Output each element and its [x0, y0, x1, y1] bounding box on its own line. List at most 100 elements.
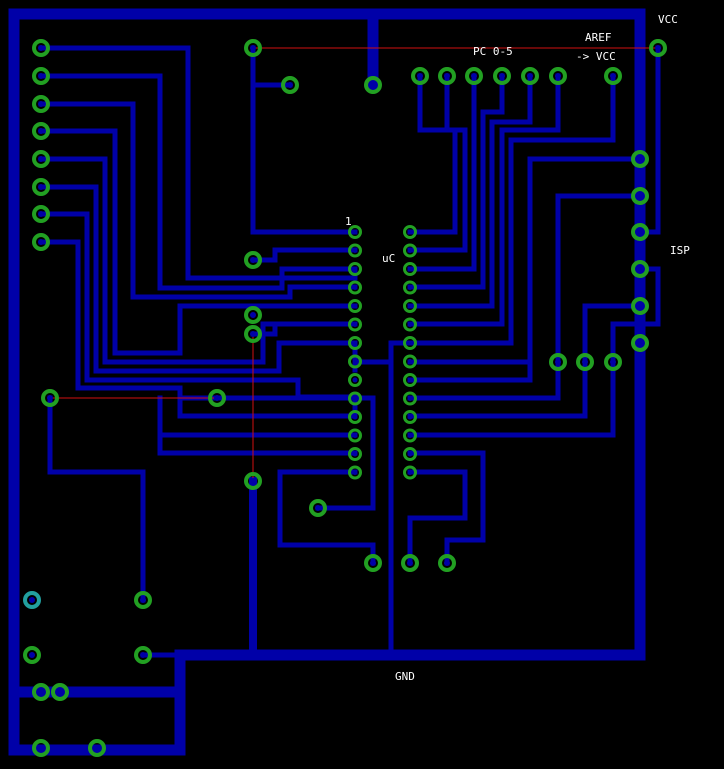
through-hole-pad — [41, 389, 59, 407]
ic-pin-pad — [348, 354, 362, 369]
copper-trace — [407, 73, 561, 327]
pc-port-label: PC 0-5 — [473, 45, 513, 58]
copper-trace — [407, 73, 533, 309]
through-hole-pad — [32, 205, 50, 223]
copper-trace — [407, 156, 533, 383]
through-hole-pad — [631, 187, 649, 205]
through-hole-pad — [32, 739, 50, 757]
through-hole-pad — [281, 76, 299, 94]
through-hole-pad — [244, 325, 262, 343]
ic-pin-pad — [403, 225, 417, 239]
through-hole-pad — [88, 739, 106, 757]
copper-trace — [38, 239, 358, 419]
through-hole-pad — [32, 67, 50, 85]
ic-pin-pad — [403, 465, 417, 480]
through-hole-pad — [631, 150, 649, 168]
through-hole-pad — [32, 683, 50, 701]
ic-pin-pad — [403, 447, 417, 461]
through-hole-pad — [134, 646, 152, 664]
copper-trace — [47, 395, 146, 603]
through-hole-pad — [134, 591, 152, 609]
through-hole-pad — [364, 554, 382, 572]
copper-trace — [407, 266, 661, 438]
copper-trace — [277, 469, 376, 566]
ic-pin-pad — [403, 391, 417, 406]
ic-pin-pad — [348, 280, 362, 295]
ic-pin-pad — [403, 410, 417, 424]
copper-trace — [407, 193, 643, 401]
copper-trace — [407, 450, 486, 566]
through-hole-pad — [32, 39, 50, 57]
ic-pin-pad — [403, 280, 417, 295]
ic-pin-pad — [348, 391, 362, 406]
ic-pin-pad — [348, 336, 362, 350]
pad-layer — [23, 39, 667, 757]
copper-trace — [315, 395, 376, 511]
through-hole-pad — [244, 306, 262, 324]
copper-trace — [407, 156, 643, 365]
copper-trace — [177, 395, 358, 419]
copper-trace — [38, 184, 358, 374]
ic-pin-pad — [348, 299, 362, 313]
trace-layer — [8, 8, 661, 756]
copper-trace — [388, 340, 413, 658]
copper-trace — [38, 101, 358, 300]
through-hole-pad — [364, 76, 382, 94]
aref-vcc-label: -> VCC — [576, 50, 616, 63]
through-hole-pad — [411, 67, 429, 85]
uc-label: uC — [382, 252, 395, 265]
ic-pin-pad — [403, 262, 417, 276]
ic-pin-pad — [348, 428, 362, 443]
ic-pin-pad — [403, 428, 417, 443]
copper-trace — [38, 156, 358, 365]
ic-pin-pad — [348, 447, 362, 461]
through-hole-pad — [604, 67, 622, 85]
through-hole-pad — [438, 67, 456, 85]
ic-pin-pad — [403, 354, 417, 369]
aref-label: AREF — [585, 31, 612, 44]
through-hole-pad — [401, 554, 419, 572]
ic-pin-pad — [348, 465, 362, 480]
through-hole-pad — [631, 297, 649, 315]
copper-trace — [38, 128, 358, 356]
through-hole-pad — [51, 683, 69, 701]
ic-pin-pad — [348, 262, 362, 276]
ic-pin-pad — [348, 225, 362, 239]
through-hole-pad — [23, 646, 41, 664]
pin1-label: 1 — [345, 215, 352, 228]
through-hole-pad — [576, 353, 594, 371]
ic-pin-pad — [403, 336, 417, 350]
through-hole-pad — [244, 251, 262, 269]
through-hole-pad — [208, 389, 226, 407]
vcc-label: VCC — [658, 13, 678, 26]
ic-pin-pad — [403, 299, 417, 313]
through-hole-pad — [23, 591, 41, 609]
ic-pin-pad — [348, 317, 362, 332]
isp-label: ISP — [670, 244, 690, 257]
ic-pin-pad — [403, 317, 417, 332]
copper-trace — [38, 73, 358, 291]
ic-pin-pad — [403, 373, 417, 387]
through-hole-pad — [521, 67, 539, 85]
through-hole-pad — [465, 67, 483, 85]
through-hole-pad — [631, 223, 649, 241]
copper-trace — [407, 469, 468, 566]
through-hole-pad — [32, 233, 50, 251]
through-hole-pad — [244, 39, 262, 57]
copper-trace — [157, 432, 358, 456]
copper-trace — [407, 73, 505, 290]
gnd-label: GND — [395, 670, 415, 683]
through-hole-pad — [631, 334, 649, 352]
through-hole-pad — [32, 150, 50, 168]
through-hole-pad — [309, 499, 327, 517]
copper-trace — [250, 247, 358, 263]
through-hole-pad — [244, 472, 262, 490]
through-hole-pad — [549, 353, 567, 371]
ic-pin-pad — [348, 410, 362, 424]
ic-pin-pad — [348, 373, 362, 387]
through-hole-pad — [493, 67, 511, 85]
through-hole-pad — [32, 122, 50, 140]
through-hole-pad — [649, 39, 667, 57]
